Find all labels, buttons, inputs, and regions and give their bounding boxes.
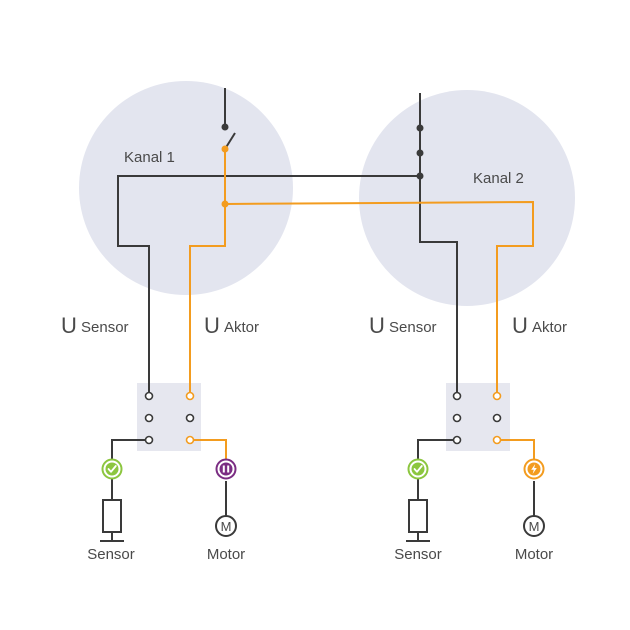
terminal	[185, 435, 195, 445]
junction-dot	[416, 172, 424, 180]
terminal	[492, 435, 502, 445]
channel-2-motor-letter: M	[529, 519, 540, 534]
channel-1-u-sensor-label: Sensor	[81, 319, 129, 336]
junction-dot	[221, 200, 229, 208]
channel-2-motor-symbol	[523, 515, 545, 537]
junction-dots	[221, 123, 424, 208]
terminal	[144, 435, 154, 445]
junction-dot	[221, 145, 229, 153]
junction-dot	[221, 123, 229, 131]
terminal	[492, 413, 502, 423]
channel-1-sensor-symbol	[102, 499, 122, 533]
channel-1-u-aktor-label: Aktor	[224, 319, 259, 336]
channel-1-zone	[79, 81, 293, 295]
terminal	[452, 413, 462, 423]
channel-2-label: Kanal 2	[473, 170, 524, 187]
terminal	[492, 391, 502, 401]
check-icon	[101, 458, 123, 480]
channel-2-terminals	[452, 391, 502, 445]
lightning-icon	[523, 458, 545, 480]
check-icon	[407, 458, 429, 480]
channel-2-zone	[359, 90, 575, 306]
terminal	[144, 391, 154, 401]
channel-2-motor-label: Motor	[515, 546, 553, 563]
terminal	[452, 435, 462, 445]
channel-2-u-sensor-symbol: U	[369, 313, 385, 338]
sensor-symbols	[100, 499, 430, 542]
terminal	[185, 413, 195, 423]
channel-1-motor-label: Motor	[207, 546, 245, 563]
channel-2-motor-feed	[500, 439, 535, 459]
channel-2-sensor-lead	[417, 439, 454, 460]
terminal	[144, 413, 154, 423]
channel-1-label: Kanal 1	[124, 149, 175, 166]
channel-1-terminals	[144, 391, 195, 445]
channel-2-u-aktor-symbol: U	[512, 313, 528, 338]
terminal	[452, 391, 462, 401]
channel-1-motor-feed	[193, 439, 227, 459]
channel-2-sensor-symbol	[408, 499, 428, 533]
channel-2-sensor-wire	[419, 176, 458, 393]
sensor-wires	[111, 88, 535, 541]
channel-1-u-sensor-symbol: U	[61, 313, 77, 338]
channel-2-u-aktor-label: Aktor	[532, 319, 567, 336]
terminal	[185, 391, 195, 401]
pause-icon	[215, 458, 237, 480]
channel-2-u-sensor-label: Sensor	[389, 319, 437, 336]
channel-1-motor-letter: M	[221, 519, 232, 534]
channel-1-u-aktor-symbol: U	[204, 313, 220, 338]
channel-2-actuator-wire	[224, 200, 534, 393]
channel-2-sensor-label: Sensor	[394, 546, 442, 563]
junction-dot	[416, 124, 424, 132]
channel-1-motor-symbol	[215, 515, 237, 537]
channel-1-sensor-label: Sensor	[87, 546, 135, 563]
actuator-wires	[189, 149, 535, 459]
channel-1-sensor-lead	[111, 439, 146, 460]
channel-1-actuator-wire	[189, 204, 226, 393]
channel-1-sensor-wire	[117, 175, 420, 393]
junction-dot	[416, 149, 424, 157]
